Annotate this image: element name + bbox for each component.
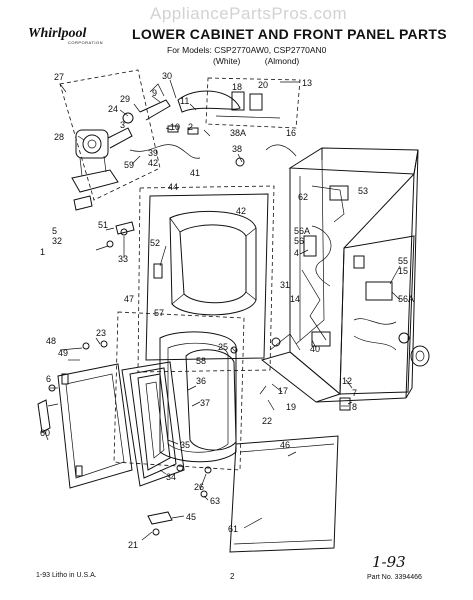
- page-title: LOWER CABINET AND FRONT PANEL PARTS: [132, 26, 447, 42]
- callout-22: 22: [262, 416, 272, 426]
- callout-61: 61: [228, 524, 238, 534]
- callout-56: 56: [294, 236, 304, 246]
- callout-44: 44: [168, 182, 178, 192]
- motor-assembly-group: [59, 69, 241, 201]
- callout-37: 37: [200, 398, 210, 408]
- callout-52: 52: [150, 238, 160, 248]
- callout-48: 48: [46, 336, 56, 346]
- leader-lines: [43, 79, 401, 541]
- callout-42: 42: [148, 158, 158, 168]
- callout-47: 47: [124, 294, 134, 304]
- callout-15: 15: [398, 266, 408, 276]
- callout-9: 9: [152, 88, 157, 98]
- callout-56A-b: 56A: [398, 294, 414, 304]
- callout-14: 14: [290, 294, 300, 304]
- callout-4: 4: [294, 248, 299, 258]
- callout-26: 26: [194, 482, 204, 492]
- callout-25: 25: [218, 342, 228, 352]
- left-hardware: [73, 195, 135, 248]
- callout-53: 53: [358, 186, 368, 196]
- callout-49: 49: [58, 348, 68, 358]
- color-almond: (Almond): [264, 56, 300, 66]
- front-panel: [120, 185, 275, 373]
- cabinet-body: [235, 144, 430, 411]
- page-number: 2: [230, 572, 235, 581]
- callout-35: 35: [180, 440, 190, 450]
- callout-30: 30: [162, 71, 172, 81]
- part-number: Part No. 3394466: [367, 574, 422, 581]
- callout-55: 55: [398, 256, 408, 266]
- callout-33: 33: [118, 254, 128, 264]
- callout-51: 51: [98, 220, 108, 230]
- callout-24: 24: [108, 104, 118, 114]
- whirlpool-logo: Whirlpool CORPORATION: [28, 26, 102, 45]
- callout-labels: 27 30 11 13 18 20 9 29 24 2 10 28 3 39 4…: [40, 71, 414, 550]
- callout-38: 38: [232, 144, 242, 154]
- callout-60: 60: [40, 428, 50, 438]
- callout-46: 46: [280, 440, 290, 450]
- callout-1: 1: [40, 247, 45, 257]
- callout-10: 10: [170, 122, 180, 132]
- callout-31: 31: [280, 280, 290, 290]
- callout-11: 11: [180, 96, 189, 106]
- callout-23: 23: [96, 328, 106, 338]
- callout-36: 36: [196, 376, 206, 386]
- model-colors: (White) (Almond): [213, 56, 321, 66]
- callout-56A: 56A: [294, 226, 310, 236]
- brand-name: Whirlpool: [28, 26, 87, 41]
- callout-38A: 38A: [230, 128, 246, 138]
- callout-39: 39: [148, 148, 158, 158]
- callout-20: 20: [258, 80, 268, 90]
- callout-6: 6: [46, 374, 51, 384]
- callout-17: 17: [278, 386, 288, 396]
- switch-bracket-group: [205, 77, 301, 129]
- callout-2: 2: [188, 122, 193, 132]
- callout-8: 8: [352, 402, 357, 412]
- callout-18: 18: [232, 82, 242, 92]
- door-assembly: [37, 311, 245, 489]
- callout-40: 40: [310, 344, 320, 354]
- callout-29: 29: [120, 94, 130, 104]
- callout-63: 63: [210, 496, 220, 506]
- callout-27: 27: [54, 72, 64, 82]
- callout-12: 12: [342, 376, 352, 386]
- callout-42b: 42: [236, 206, 246, 216]
- toe-panel: [147, 435, 339, 553]
- callout-32: 32: [52, 236, 62, 246]
- callout-7: 7: [352, 388, 357, 398]
- callout-13: 13: [302, 78, 312, 88]
- callout-62: 62: [298, 192, 308, 202]
- color-white: (White): [213, 56, 241, 66]
- callout-59: 59: [124, 160, 134, 170]
- callout-21: 21: [128, 540, 138, 550]
- callout-28: 28: [54, 132, 64, 142]
- callout-41: 41: [190, 168, 200, 178]
- callout-3: 3: [120, 120, 125, 130]
- brand-corporation: CORPORATION: [68, 40, 103, 45]
- handwritten-date: 1-93: [372, 553, 406, 571]
- callout-34: 34: [166, 472, 176, 482]
- callout-19: 19: [286, 402, 296, 412]
- print-date: 1-93 Litho in U.S.A.: [36, 572, 97, 579]
- callout-45: 45: [186, 512, 196, 522]
- callout-57: 57: [154, 308, 164, 318]
- callout-58: 58: [196, 356, 206, 366]
- model-numbers: For Models: CSP2770AW0, CSP2770AN0: [167, 45, 327, 55]
- watermark-text: AppliancePartsPros.com: [150, 4, 348, 23]
- callout-5: 5: [52, 226, 57, 236]
- callout-16: 16: [286, 128, 296, 138]
